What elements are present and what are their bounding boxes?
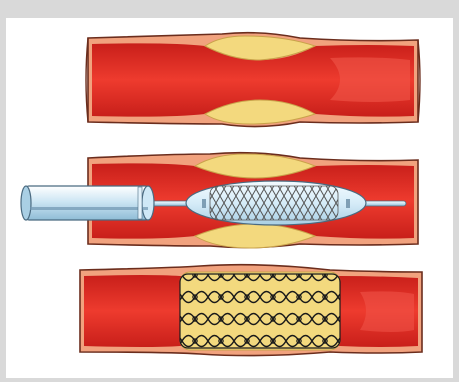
- catheter-shaft: [26, 186, 148, 220]
- balloon-marker-right: [346, 199, 350, 208]
- catheter-inner-line: [30, 207, 148, 210]
- catheter-band: [138, 187, 142, 219]
- panel-stenosis: [86, 33, 420, 127]
- expanded-stent: [180, 274, 340, 348]
- crimped-stent: [210, 186, 338, 220]
- catheter-end: [21, 186, 31, 220]
- blood-highlight: [360, 291, 414, 332]
- catheter-opening: [142, 186, 154, 220]
- panel-expanded-stent: [80, 265, 422, 356]
- blood-highlight: [330, 57, 410, 102]
- balloon-marker-left: [202, 199, 206, 208]
